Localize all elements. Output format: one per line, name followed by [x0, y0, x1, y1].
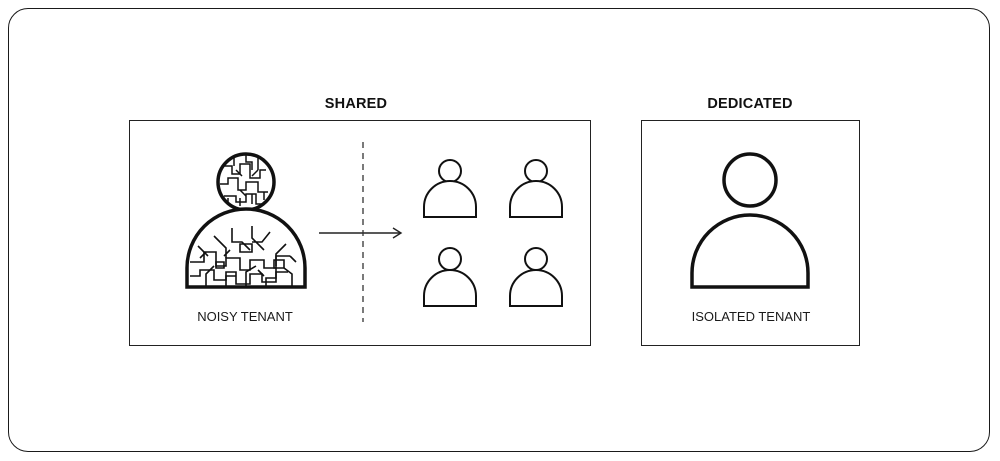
neighbor-tenant-icon [509, 159, 563, 218]
dedicated-heading: DEDICATED [707, 96, 793, 112]
neighbor-tenant-icon [509, 247, 563, 307]
circuit-pattern-body [190, 226, 297, 286]
isolated-tenant-icon [690, 152, 810, 289]
arrow-right-icon [319, 227, 403, 239]
noisy-tenant-icon [185, 152, 307, 289]
neighbor-tenant-icon [423, 247, 477, 307]
shared-heading: SHARED [324, 96, 388, 112]
noisy-tenant-label: NOISY TENANT [197, 309, 293, 324]
neighbor-tenant-icon [423, 159, 477, 218]
isolated-tenant-label: ISOLATED TENANT [691, 309, 811, 324]
circuit-pattern-head [220, 154, 268, 206]
